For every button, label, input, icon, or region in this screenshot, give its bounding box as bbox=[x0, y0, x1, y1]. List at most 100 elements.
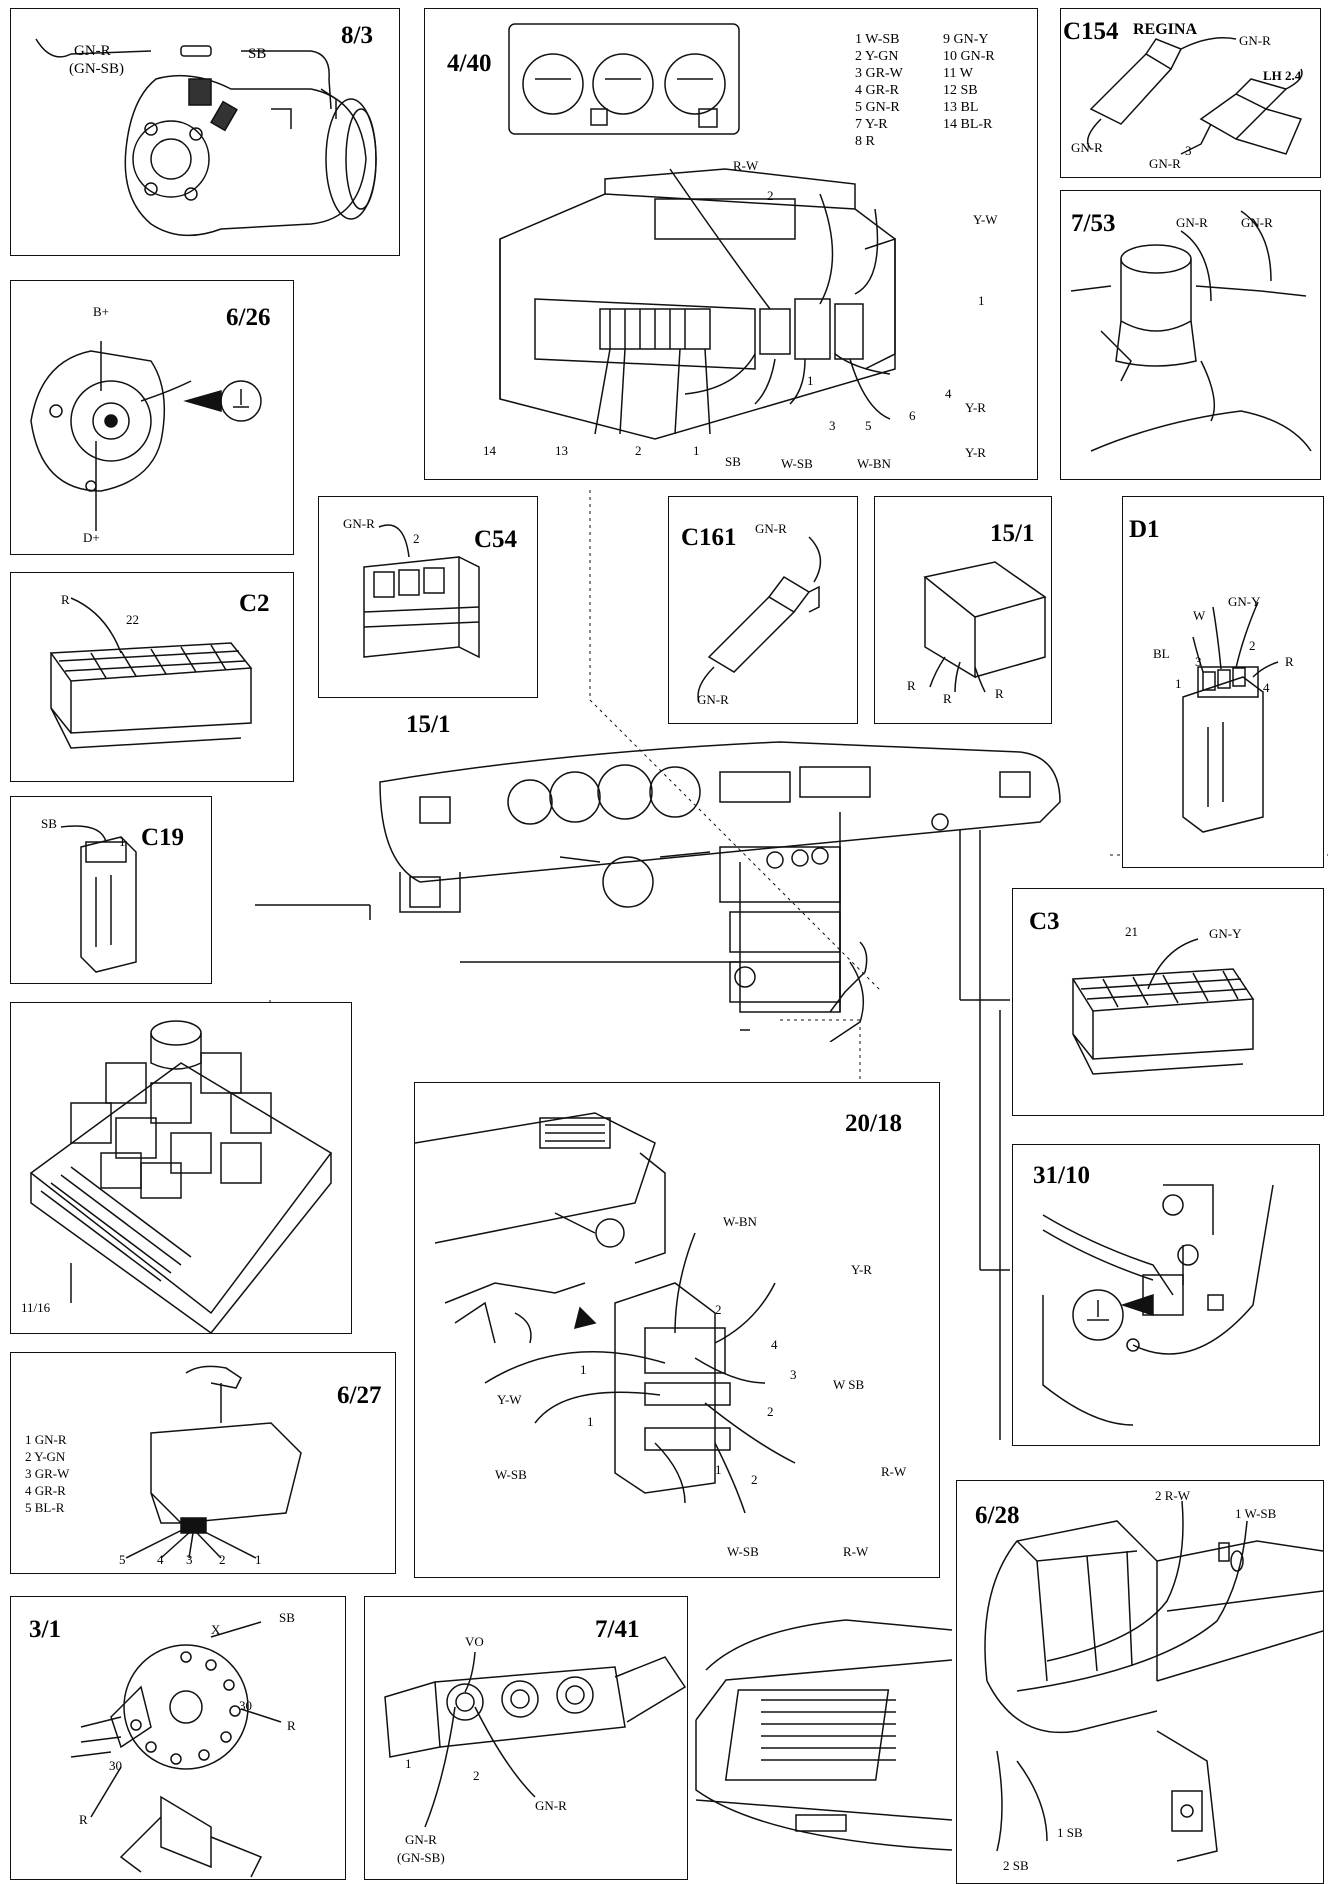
panel-c154: C154 REGINA GN-R LH 2.4 GN-R GN-R 3 bbox=[1060, 8, 1321, 178]
connector-c2-illustration bbox=[11, 573, 293, 781]
panel-title: 31/10 bbox=[1033, 1162, 1090, 1189]
wire-label: GN-R bbox=[697, 692, 729, 707]
connector-c19-illustration bbox=[11, 797, 211, 983]
dashboard-illustration bbox=[360, 712, 1080, 1042]
panel-15-1-module: 15/1 R R R bbox=[874, 496, 1052, 724]
panel-8-3: 8/3 GN-R (GN-SB) SB bbox=[10, 8, 400, 256]
ignition-switch-illustration bbox=[11, 1597, 345, 1879]
pin-label: 1 bbox=[715, 1462, 722, 1477]
panel-title: 6/27 bbox=[337, 1382, 382, 1409]
panel-7-53: 7/53 GN-R GN-R bbox=[1060, 190, 1321, 480]
panel-title: C154 bbox=[1063, 18, 1119, 45]
panel-title: 20/18 bbox=[845, 1110, 902, 1137]
compressor-illustration bbox=[11, 9, 399, 255]
part-label: VO bbox=[465, 1634, 484, 1649]
wire-label: GN-R bbox=[1149, 156, 1181, 171]
wire-label: R bbox=[943, 691, 952, 706]
pin-label: 3 bbox=[1195, 654, 1202, 669]
pin-label: 2 bbox=[635, 443, 642, 458]
pin-label: 2 bbox=[767, 188, 774, 203]
pin-label: 2 bbox=[715, 1302, 722, 1317]
wire-label: GN-R bbox=[535, 1798, 567, 1813]
wire-color-legend: 1 GN-R 2 Y-GN 3 GR-W 4 GR-R 5 BL-R bbox=[25, 1432, 70, 1515]
pin-label: 1 bbox=[807, 373, 814, 388]
wire-label: SB bbox=[41, 816, 57, 831]
pin-label: 1 bbox=[693, 443, 700, 458]
connector-c161-illustration bbox=[669, 497, 857, 723]
blower-motor-illustration bbox=[957, 1481, 1323, 1883]
sensor-6-27-illustration bbox=[11, 1353, 395, 1573]
wire-label: GN-R bbox=[1176, 215, 1208, 230]
pin-label: 1 bbox=[580, 1362, 587, 1377]
pin-label: 3 bbox=[186, 1552, 193, 1567]
sensor-7-41-illustration bbox=[365, 1597, 687, 1879]
pin-label: 4 bbox=[157, 1552, 164, 1567]
pin-label: 1 bbox=[587, 1414, 594, 1429]
ground-point-illustration bbox=[1013, 1145, 1319, 1445]
panel-c161: C161 GN-R GN-R bbox=[668, 496, 858, 724]
wire-label: GN-Y bbox=[1228, 594, 1261, 609]
wire-label: R bbox=[907, 678, 916, 693]
pin-label: 4 bbox=[771, 1337, 778, 1352]
relay-fuse-box-illustration bbox=[11, 1003, 351, 1333]
pin-label: 5 bbox=[119, 1552, 126, 1567]
climate-control-illustration bbox=[425, 9, 1037, 479]
panel-title: 7/53 bbox=[1071, 210, 1116, 237]
wire-label: R bbox=[287, 1718, 296, 1733]
panel-7-41: 7/41 VO 1 2 GN-R (GN-SB) GN-R bbox=[364, 1596, 688, 1880]
wire-label: GN-R bbox=[1241, 215, 1273, 230]
panel-title: D1 bbox=[1129, 516, 1160, 543]
wire-label: W bbox=[1193, 608, 1206, 623]
wire-label: R-W bbox=[843, 1544, 869, 1559]
panel-title: 3/1 bbox=[29, 1616, 61, 1643]
panel-6-27: 6/27 1 GN-R 2 Y-GN 3 GR-W 4 GR-R 5 BL-R … bbox=[10, 1352, 396, 1574]
panel-title: 8/3 bbox=[341, 22, 373, 49]
pressure-switch-illustration bbox=[1061, 191, 1320, 479]
wire-label: 2 R-W bbox=[1155, 1488, 1191, 1503]
panel-title: 15/1 bbox=[406, 711, 451, 738]
pin-label: 1 bbox=[119, 834, 126, 849]
pin-label: 2 bbox=[473, 1768, 480, 1783]
pin-label: 3 bbox=[1185, 143, 1192, 158]
pin-label: 5 bbox=[865, 418, 872, 433]
pin-label: 1 bbox=[978, 293, 985, 308]
wire-label: GN-R bbox=[343, 516, 375, 531]
terminal-label: 30 bbox=[239, 1698, 252, 1713]
panel-c54: C54 GN-R 2 bbox=[318, 496, 538, 698]
blower-resistor-illustration bbox=[415, 1083, 939, 1577]
wire-label: W-SB bbox=[781, 456, 813, 471]
panel-4-40: 4/40 1 W-SB 2 Y-GN 3 GR-W 4 GR-R 5 GN-R … bbox=[424, 8, 1038, 480]
wire-label: Y-W bbox=[497, 1392, 522, 1407]
panel-title: 7/41 bbox=[595, 1616, 640, 1643]
panel-11-16: 11/16 bbox=[10, 1002, 352, 1334]
pin-label: 1 bbox=[255, 1552, 262, 1567]
pin-label: 4 bbox=[1263, 680, 1270, 695]
wire-label-gnsb: (GN-SB) bbox=[69, 61, 124, 77]
wire-label: W-BN bbox=[723, 1214, 757, 1229]
panel-title: 4/40 bbox=[447, 50, 492, 77]
panel-title: C3 bbox=[1029, 908, 1060, 935]
variant-label: LH 2.4 bbox=[1263, 68, 1302, 83]
connector-c3-illustration bbox=[1013, 889, 1323, 1115]
wire-label: BL bbox=[1153, 646, 1170, 661]
pin-label: 14 bbox=[483, 443, 496, 458]
panel-15-1-dashboard: 15/1 bbox=[360, 712, 1080, 1042]
wire-label: Y-R bbox=[965, 400, 986, 415]
panel-3-1: 3/1 SB X 30 R 30 R bbox=[10, 1596, 346, 1880]
wire-label: SB bbox=[725, 454, 741, 469]
wire-label: W-SB bbox=[495, 1467, 527, 1482]
wire-label: GN-R bbox=[405, 1832, 437, 1847]
panel-title: 6/26 bbox=[226, 304, 271, 331]
wire-label: SB bbox=[279, 1610, 295, 1625]
legend-col-2: 9 GN-Y 10 GN-R 11 W 12 SB 13 BL 14 BL-R bbox=[943, 32, 995, 132]
panel-c2: C2 R 22 bbox=[10, 572, 294, 782]
car-front-illustration bbox=[686, 1600, 952, 1882]
panel-title: C19 bbox=[141, 824, 185, 851]
wire-label: 1 SB bbox=[1057, 1825, 1083, 1840]
wire-label: Y-W bbox=[973, 212, 998, 227]
pin-label: 4 bbox=[945, 386, 952, 401]
panel-title: 15/1 bbox=[990, 520, 1035, 547]
wire-label: Y-R bbox=[965, 445, 986, 460]
panel-subtitle: REGINA bbox=[1133, 21, 1198, 38]
connector-c154-illustration bbox=[1061, 9, 1320, 177]
